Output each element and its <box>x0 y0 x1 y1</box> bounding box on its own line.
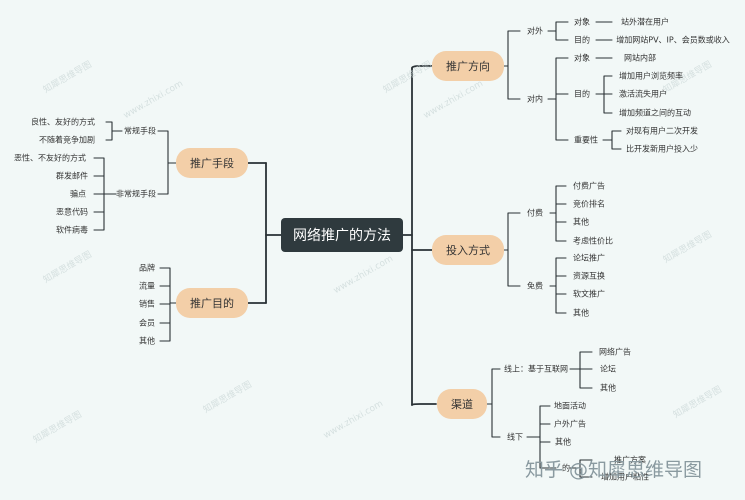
node-purpose-item[interactable]: 其他 <box>139 336 155 346</box>
node-irregular-item[interactable]: 软件病毒 <box>56 225 88 235</box>
node-importance-item[interactable]: 对现有用户二次开发 <box>626 126 698 136</box>
node-free-item[interactable]: 资源互换 <box>573 271 605 281</box>
node-internal-importance[interactable]: 重要性 <box>574 135 598 145</box>
node-external-goal[interactable]: 目的 <box>574 35 590 45</box>
node-online-item[interactable]: 论坛 <box>600 364 616 374</box>
node-irregular-item[interactable]: 骗点 <box>70 189 86 199</box>
node-external-target[interactable]: 对象 <box>574 17 590 27</box>
node-irregular-item[interactable]: 恶意代码 <box>56 207 88 217</box>
branch-methods[interactable]: 推广手段 <box>176 148 248 178</box>
node-irregular[interactable]: 非常规手段 <box>116 189 156 199</box>
node-regular[interactable]: 常规手段 <box>124 126 156 136</box>
node-importance-item[interactable]: 比开发新用户投入少 <box>626 144 698 154</box>
node-internal-goal[interactable]: 目的 <box>574 89 590 99</box>
node-paid[interactable]: 付费 <box>527 208 543 218</box>
node-offline-item[interactable]: 其他 <box>555 437 571 447</box>
node-internal-target[interactable]: 对象 <box>574 53 590 63</box>
branch-investment[interactable]: 投入方式 <box>432 235 504 265</box>
node-free-item[interactable]: 论坛推广 <box>573 253 605 263</box>
node-online-item[interactable]: 其他 <box>600 383 616 393</box>
node-external[interactable]: 对外 <box>527 26 543 36</box>
node-purpose-item[interactable]: 销售 <box>139 299 155 309</box>
node-internal-goal-item[interactable]: 增加用户浏览频率 <box>619 71 683 81</box>
node-offline-item[interactable]: 地面活动 <box>554 401 586 411</box>
branch-channels[interactable]: 渠道 <box>437 389 487 419</box>
node-paid-item[interactable]: 付费广告 <box>573 181 605 191</box>
node-regular-item[interactable]: 良性、友好的方式 <box>31 117 95 127</box>
node-free-item[interactable]: 软文推广 <box>573 289 605 299</box>
branch-purpose[interactable]: 推广目的 <box>176 288 248 318</box>
zhihu-footer-watermark: 知乎 @知犀思维导图 <box>525 459 703 481</box>
node-online-item[interactable]: 网络广告 <box>599 347 631 357</box>
node-external-target-value[interactable]: 站外潜在用户 <box>621 17 669 27</box>
node-free-item[interactable]: 其他 <box>573 308 589 318</box>
node-paid-item[interactable]: 竞价排名 <box>573 199 605 209</box>
node-free[interactable]: 免费 <box>527 281 543 291</box>
node-regular-item[interactable]: 不随着竞争加剧 <box>39 135 95 145</box>
node-irregular-item[interactable]: 恶性、不友好的方式 <box>14 153 86 163</box>
node-channel-extra-item[interactable]: 增加用户粘性 <box>601 472 649 482</box>
branch-promote-direction[interactable]: 推广方向 <box>432 51 504 81</box>
node-external-goal-value[interactable]: 增加网站PV、IP、会员数或收入 <box>616 35 730 45</box>
node-paid-item[interactable]: 其他 <box>573 217 589 227</box>
node-paid-item[interactable]: 考虑性价比 <box>573 236 613 246</box>
node-irregular-item[interactable]: 群发邮件 <box>56 171 88 181</box>
node-purpose-item[interactable]: 流量 <box>139 281 155 291</box>
root-node[interactable]: 网络推广的方法 <box>281 218 403 252</box>
node-purpose-item[interactable]: 品牌 <box>139 263 155 273</box>
node-channel-extra[interactable]: 的 <box>562 463 570 473</box>
node-purpose-item[interactable]: 会员 <box>139 318 155 328</box>
node-internal-target-value[interactable]: 网站内部 <box>624 53 656 63</box>
node-online[interactable]: 线上：基于互联网 <box>504 364 568 374</box>
node-internal-goal-item[interactable]: 增加频道之间的互动 <box>619 108 691 118</box>
node-offline-item[interactable]: 户外广告 <box>554 419 586 429</box>
node-internal-goal-item[interactable]: 激活流失用户 <box>619 89 667 99</box>
node-channel-extra-item[interactable]: 推广方案 <box>614 455 646 465</box>
node-internal[interactable]: 对内 <box>527 94 543 104</box>
node-offline[interactable]: 线下 <box>507 432 523 442</box>
